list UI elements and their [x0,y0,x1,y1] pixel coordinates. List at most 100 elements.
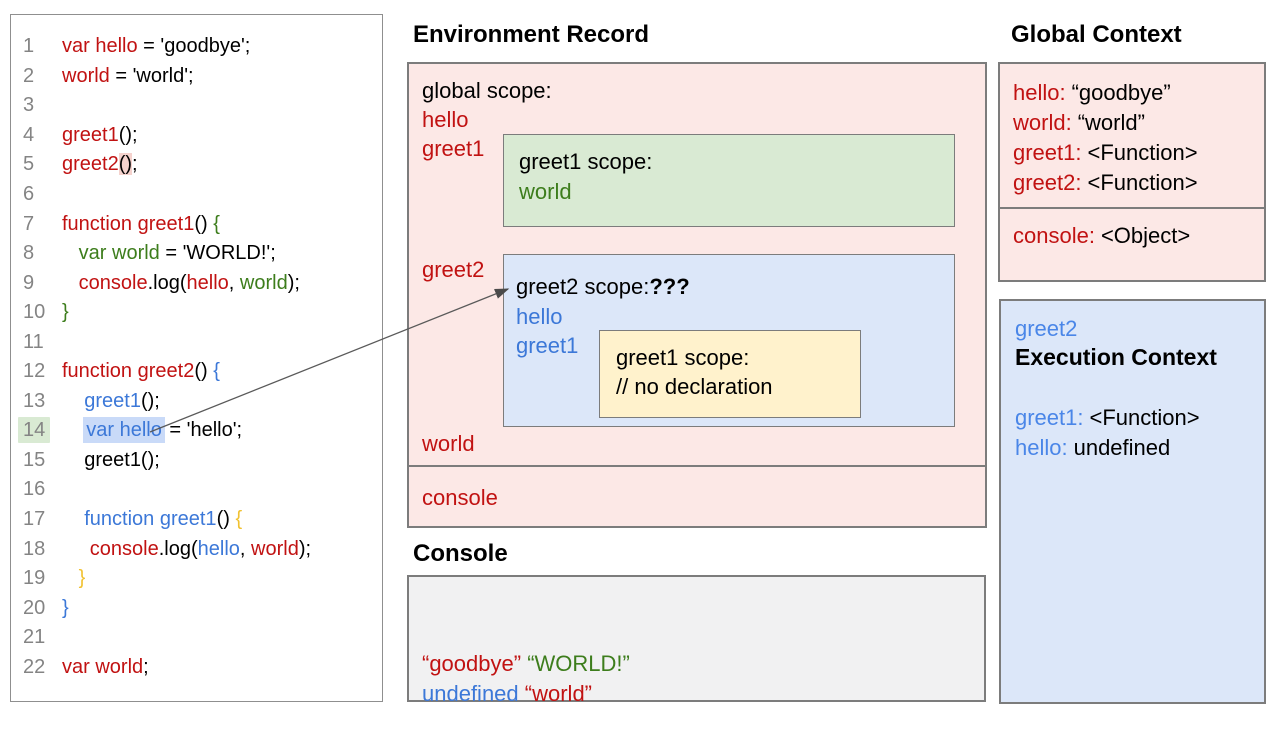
code-line: 10} [11,298,382,328]
code-segment: ); [287,271,300,294]
code-line: 16 [11,475,382,505]
code-text: greet1(); [62,449,160,472]
line-number-text: 4 [23,123,35,146]
entry-value: <Function> [1089,405,1200,430]
global-context-entry: hello:“goodbye” [1013,78,1264,108]
code-segment [62,272,79,294]
greet1-scope-title: greet1 scope: [519,149,653,174]
code-segment: var hello [62,35,138,58]
line-number-text: 1 [23,35,35,58]
line-number-text: 7 [23,212,35,235]
line-number: 8 [11,242,62,265]
code-text: } [62,567,86,590]
entry-value: “goodbye” [1071,80,1171,105]
code-segment: world [239,271,288,294]
line-number: 11 [11,331,62,354]
code-segment: } [62,301,69,324]
code-segment: greet1(); [62,448,160,471]
code-line: 11 [11,327,382,357]
global-context-console-entry: console:<Object> [1013,223,1264,249]
code-lines: 1 var hello = 'goodbye'; 2 world = 'world';… [11,32,382,682]
code-text: function greet2() { [62,360,220,383]
code-line: 9 console.log(hello, world); [11,268,382,298]
execution-context-entries: greet1:<Function>hello:undefined [1015,403,1264,463]
entry-key: world: [1013,110,1072,135]
global-context-box: hello:“goodbye”world:“world”greet1:<Func… [998,62,1266,209]
greet1-scope-item-world: world [519,179,572,204]
code-segment: var hello [83,417,165,444]
line-number: 18 [11,538,62,561]
code-segment: = 'hello'; [163,419,243,442]
code-text: console.log(hello, world); [62,538,311,561]
code-text: } [62,301,69,324]
greet2-scope-title: greet2 scope:??? [516,272,954,302]
code-segment: .log( [158,537,198,560]
global-context-console-box: console:<Object> [998,207,1266,282]
entry-value: <Function> [1087,140,1198,165]
line-number-text: 14 [18,417,51,444]
line-number: 7 [11,213,62,236]
env-item-hello: hello [422,107,469,132]
code-segment [62,390,84,412]
environment-record-title: Environment Record [413,21,650,48]
code-segment [62,508,84,530]
code-line: 20} [11,593,382,623]
environment-record-console-box: console [407,465,987,528]
code-line: 18 console.log(hello, world); [11,534,382,564]
code-text: function greet1() { [62,508,242,531]
line-number-text: 2 [23,64,35,87]
console-lines: “goodbye” “WORLD!”undefined “world” [422,649,984,709]
code-segment: “world” [524,681,593,706]
line-number-text: 18 [23,537,46,560]
code-segment: “goodbye” [422,651,522,676]
code-segment: () [194,212,214,235]
code-text: } [62,597,69,620]
code-text: var world; [62,656,149,679]
line-number-text: 8 [23,242,35,265]
code-segment: { [213,360,220,383]
code-line: 6 [11,180,382,210]
env-item-greet2: greet2 [422,257,485,282]
line-number: 2 [11,65,62,88]
entry-key: greet1: [1013,140,1082,165]
code-text: greet1(); [62,124,138,147]
entry-key: hello: [1015,435,1068,460]
code-line: 14 var hello = 'hello'; [11,416,382,446]
line-number-text: 15 [23,448,46,471]
line-number-text: 5 [23,153,35,176]
code-segment: greet1 [84,389,141,412]
code-text: var hello = 'hello'; [62,417,243,444]
line-number: 22 [11,656,62,679]
line-number-text: 17 [23,508,46,531]
code-segment: function greet1 [62,212,195,235]
entry-value: undefined [1073,435,1171,460]
code-segment: undefined [422,681,519,706]
code-segment: { [213,212,220,235]
line-number: 16 [11,478,62,501]
greet2-scope-item-hello: hello [516,303,563,329]
env-item-greet1: greet1 [422,136,485,161]
code-segment: () [194,360,214,383]
code-segment: var world [78,242,160,265]
line-number: 21 [11,626,62,649]
code-text: world = 'world'; [62,65,194,88]
code-segment: = 'goodbye'; [137,35,251,58]
code-segment: } [78,567,86,590]
console-output-box: “goodbye” “WORLD!”undefined “world” [407,575,986,706]
code-segment: (); [118,123,138,146]
code-segment [62,242,79,264]
greet1-scope-box: greet1 scope: world [503,134,955,227]
code-segment: ); [298,537,312,560]
line-number: 10 [11,301,62,324]
code-line: 19 } [11,564,382,594]
line-number-text: 19 [23,567,46,590]
entry-key: hello: [1013,80,1066,105]
code-segment: } [62,596,69,619]
line-number-text: 9 [23,271,35,294]
entry-key: console: [1013,223,1095,248]
code-line: 4 greet1(); [11,121,382,151]
code-segment: world [251,537,299,560]
line-number: 9 [11,272,62,295]
nested-greet1-scope-box: greet1 scope: // no declaration [599,330,861,418]
